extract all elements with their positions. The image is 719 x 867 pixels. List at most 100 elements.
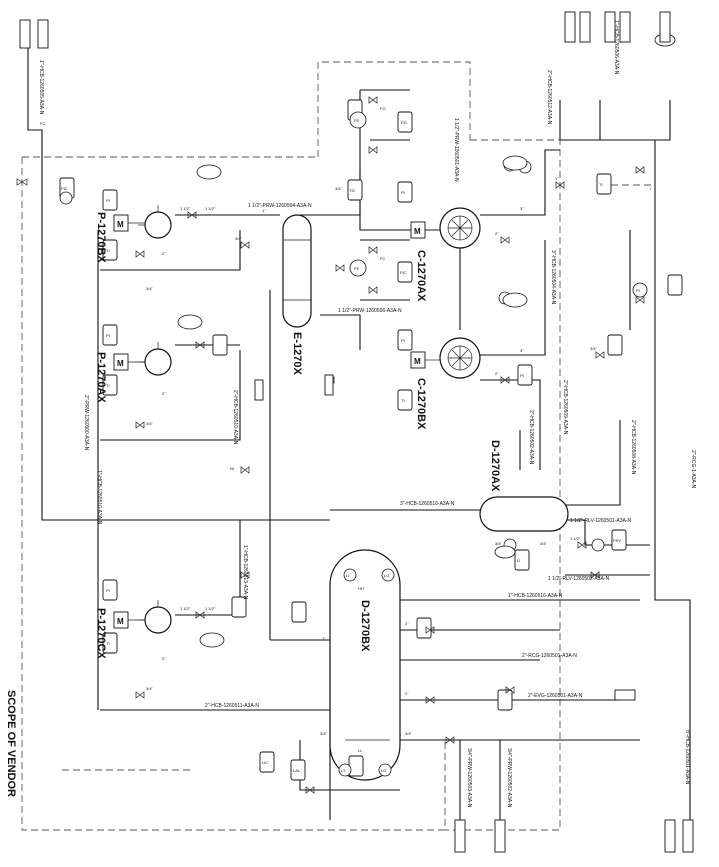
- drum-d1270bx: [329, 549, 401, 781]
- size-label: 2": [162, 391, 166, 396]
- label-compressor-c1270ax: C-1270AX: [415, 250, 427, 302]
- line-label: 2"-HCB-1260502-A3A-N: [528, 410, 534, 465]
- line-label: 1 1/2"-RLV-1260502-A3A-N: [548, 576, 610, 582]
- tag-fe: FE: [354, 266, 359, 271]
- tag-lg: LG: [384, 573, 389, 578]
- line-label: 1"-HCB-1260513-A3A-N: [242, 545, 248, 600]
- label-pump-p1270cx: P-1270CX: [95, 608, 107, 659]
- offpage-connectors: [19, 11, 694, 853]
- label-drum-d1270bx: D-1270BX: [359, 600, 371, 652]
- line-label: 2"-HCB-1260509-A3A-N: [562, 380, 568, 435]
- line-label: 1"-HCB-1260516-A3A-N: [508, 593, 563, 599]
- tag-fic: FIC: [400, 270, 407, 275]
- tag-ti: TI: [401, 398, 405, 403]
- tag-ti: TI: [106, 248, 110, 253]
- size-label: 3/4": [146, 286, 154, 291]
- motor-label-ca: M: [414, 227, 421, 236]
- size-label: 3/4": [146, 421, 154, 426]
- line-label: 2"-HCB-1260512-A3A-N: [546, 70, 552, 125]
- size-label: 1": [555, 176, 559, 181]
- motors: [113, 214, 440, 629]
- line-label: 3"-HCB-1260504-A3A-N: [550, 250, 556, 305]
- tag-pi: PI: [401, 190, 405, 195]
- size-label: 1 1/2": [570, 536, 581, 541]
- tag-psv: PSV: [613, 538, 621, 543]
- size-label: 2": [405, 621, 409, 626]
- tag-lic: LIC: [262, 760, 268, 765]
- size-label: 2": [495, 371, 499, 376]
- drum-d1270ax: [479, 496, 569, 532]
- pump-p1270cx: [138, 600, 172, 634]
- size-label: 3/4": [146, 686, 154, 691]
- tag-pi: PI: [106, 333, 110, 338]
- line-label: 1 1/2"-RLV-1260501-A3A-N: [570, 518, 632, 524]
- scope-of-vendor-label: SCOPE OF VENDOR: [5, 690, 17, 797]
- compressor-c1270bx: [439, 337, 481, 379]
- label-compressor-c1270bx: C-1270BX: [415, 378, 427, 430]
- size-label: 1": [322, 636, 326, 641]
- size-label: 3": [520, 206, 524, 211]
- size-label: 3/4": [235, 236, 243, 241]
- label-pump-p1270ax: P-1270AX: [95, 352, 107, 403]
- line-labels: 1"-HCB-1260505-A3A-N 1 1/2"-PRW-1260504-…: [38, 20, 696, 808]
- line-label: 2"-HCB-1260511-A3A-N: [205, 703, 259, 709]
- line-label: 3/4"-PRW-1260503-A3A-N: [466, 748, 472, 808]
- tag-li: LI: [517, 558, 520, 563]
- tag-lg: LG: [381, 768, 386, 773]
- pump-p1270ax: [138, 342, 172, 376]
- tag-fe: FE: [354, 118, 359, 123]
- line-label: 2"-RCG-1-A3A-N: [690, 450, 696, 489]
- line-label: 2"-EVG-1260501-A3A-N: [528, 693, 583, 699]
- line-label: 2"-HCB-1260508-A3A-N: [630, 420, 636, 475]
- instrument-tags: PI TI PI TI PI TI FE FIC PI FE FIC PI TI…: [61, 118, 640, 773]
- code-i: I: [650, 186, 651, 191]
- line-label: 1"-HCB-1260506-A3A-N: [613, 20, 619, 75]
- motor-label-pb: M: [117, 220, 124, 229]
- tag-pic: PIC: [61, 186, 68, 191]
- size-label: 2": [495, 231, 499, 236]
- size-label: 2": [405, 691, 409, 696]
- line-label: 1"-HCB-1260505-A3A-N: [38, 60, 44, 115]
- tag-pi: PI: [636, 288, 640, 293]
- line-label: 1 1/2"-PRW-1260506-A3A-N: [338, 308, 402, 314]
- motor-label-pc: M: [117, 617, 124, 626]
- line-label: 2"-PRW-1260500-A3A-N: [83, 395, 89, 451]
- size-label: 3/4": [540, 541, 548, 546]
- size-label: 3/4": [590, 346, 598, 351]
- size-label: 1 1/2": [180, 606, 191, 611]
- line-label: 3"-HCB-1260510-A3A-N: [400, 501, 455, 507]
- tag-ti: TI: [106, 641, 110, 646]
- tag-li: LI: [346, 573, 349, 578]
- motor-label-cb: M: [414, 357, 421, 366]
- size-label: 1": [262, 208, 266, 213]
- code-fc: FC: [40, 121, 45, 126]
- misc-codes: FC FO FC LL HH NI I: [40, 106, 651, 753]
- tag-tic: TIC: [349, 188, 356, 193]
- line-label: 3/4"-PRW-1260502-A3A-N: [506, 748, 512, 808]
- tag-lal: LAL: [293, 768, 301, 773]
- line-label: 1 1/2"-PRW-1260501-A3A-N: [453, 118, 459, 182]
- label-pump-p1270bx: P-1270BX: [95, 212, 107, 263]
- label-drum-d1270ax: D-1270AX: [489, 440, 501, 492]
- line-label: 1"-HCB-1260510-A3A-N: [96, 470, 102, 525]
- motor-label-pa: M: [117, 359, 124, 368]
- tag-ti: TI: [106, 383, 110, 388]
- compressor-c1270ax: [439, 207, 481, 249]
- label-exchanger-e1270x: E-1270X: [291, 332, 303, 375]
- size-label: 3/4": [335, 186, 343, 191]
- exchanger-e1270x: [282, 214, 312, 328]
- tag-pi: PI: [520, 373, 524, 378]
- size-label: 2": [162, 656, 166, 661]
- code-ll: LL: [358, 748, 363, 753]
- size-label: 3/4": [495, 541, 503, 546]
- size-label: 3": [520, 348, 524, 353]
- code-fc: FC: [380, 256, 385, 261]
- size-label: 3/4": [405, 731, 413, 736]
- size-annotations: 1 1/2" 1 1/2" 2" 3/4" 2" 3/4" 1 1/2" 1 1…: [146, 176, 598, 736]
- tag-ti: TI: [599, 182, 603, 187]
- tag-pi: PI: [401, 338, 405, 343]
- tag-pi: PI: [106, 588, 110, 593]
- tag-lt: LT: [341, 768, 346, 773]
- size-label: 2": [162, 251, 166, 256]
